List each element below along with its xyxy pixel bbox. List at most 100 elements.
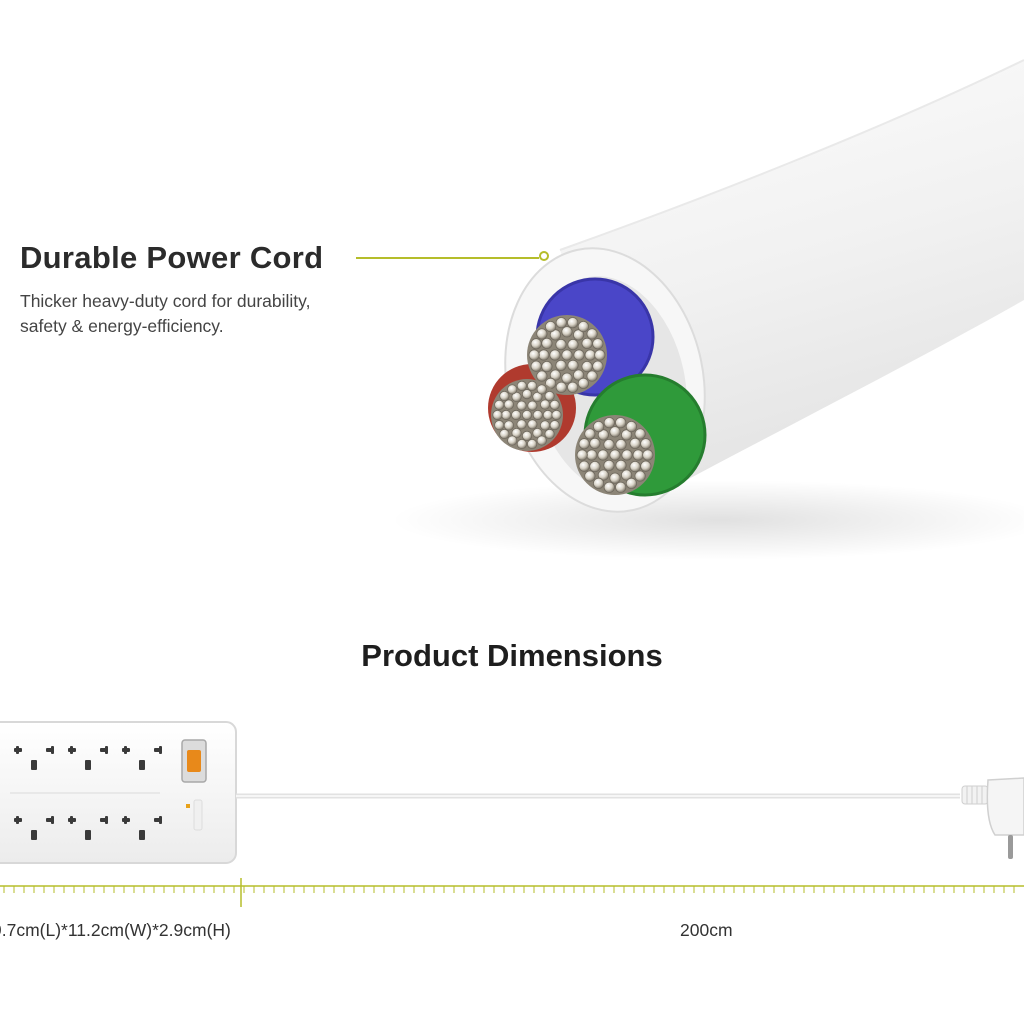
wire-strand [549,420,560,431]
wire-strand [499,390,510,402]
wire-strand [549,329,562,341]
wire-strand [549,399,560,410]
wire-strand [594,349,606,361]
socket-slot [159,746,162,754]
wire-strand [642,449,654,461]
wire-strand [597,469,610,481]
wire-strand [567,359,579,371]
socket-slot [124,816,127,824]
socket-slot [139,830,145,840]
wire-strand [540,420,551,431]
wire-strand [629,460,641,473]
wire-strand [603,439,615,451]
wire-strand [592,477,605,490]
socket-slot [85,760,91,770]
wire-strand [555,317,567,329]
wire-strand [532,428,543,439]
wire-strand [629,437,641,449]
wire-strand [584,349,596,361]
wire-strand [586,370,598,382]
wire-strand [632,449,644,461]
wire-strand [527,380,538,392]
wire-strand [578,438,590,450]
wire-strand [532,409,543,421]
wire-strand [581,337,593,349]
wire-strand [567,381,579,393]
wire-strand [567,339,579,351]
wire-strand [516,438,527,450]
wire-strand [544,390,555,402]
wire-strand [499,428,510,440]
wire-strand [589,437,601,449]
wire-strand [549,369,562,381]
wire-strand [603,417,615,429]
socket-slot [16,746,19,754]
socket-slot [159,816,162,824]
wire-strand [589,460,601,473]
socket-slot [70,746,73,754]
wire-strand [538,349,550,361]
wire-strand [511,391,522,402]
feature-description-line: safety & energy-efficiency. [20,316,224,336]
wire-strand [603,481,615,493]
wire-strand [507,435,518,446]
wire-strand [615,417,627,429]
wire-strand [640,438,652,450]
socket-slot [51,816,54,824]
wire-strand [586,328,598,340]
wire-strand [527,419,538,430]
wire-strand [573,349,585,361]
socket-slot [31,830,37,840]
wire-strand [561,349,573,361]
socket-slot [31,760,37,770]
wire-strand [532,391,543,402]
socket-slot [124,746,127,754]
wire-strand [542,409,553,421]
wire-strand [578,460,590,472]
wire-strand [609,472,621,484]
socket-slot [85,830,91,840]
wire-strand [527,438,538,450]
wire-strand [615,459,627,471]
wire-strand [541,360,553,373]
wire-strand [536,384,547,395]
wire-strand [516,380,527,392]
socket-slot [105,746,108,754]
wire-strand [597,429,610,441]
wire-strand [544,320,557,333]
wire-strand [555,381,567,393]
wire-strand [572,369,585,381]
socket-slot [139,760,145,770]
wire-strand [620,429,633,441]
wire-strand [544,428,555,440]
wire-strand [536,370,548,382]
wire-strand [530,360,542,372]
wire-strand [516,400,527,411]
wire-strand [584,470,596,482]
wire-strand [555,359,567,371]
wire-strand [503,399,514,410]
wire-strand [536,328,548,340]
wire-strand [527,400,538,411]
wire-strand [577,377,590,390]
wire-strand [592,338,604,350]
socket-slot [16,816,19,824]
wire-strand [511,428,522,439]
wire-strand [567,317,579,329]
wire-strand [625,477,638,490]
wire-strand [528,349,540,361]
wire-strand [501,409,512,421]
wire-strand [541,337,553,349]
wire-strand [521,409,533,421]
wire-strand [521,430,533,441]
section-title: Product Dimensions [361,638,663,673]
wire-strand [561,372,573,384]
feature-description-line: Thicker heavy-duty cord for durability, [20,291,311,311]
wire-strand [516,419,527,430]
wire-strand [536,435,547,446]
socket-slot [70,816,73,824]
socket-slot [51,746,54,754]
wire-strand [494,399,505,410]
cable-cross-section-icon [390,59,1024,560]
wire-strand [581,360,593,373]
